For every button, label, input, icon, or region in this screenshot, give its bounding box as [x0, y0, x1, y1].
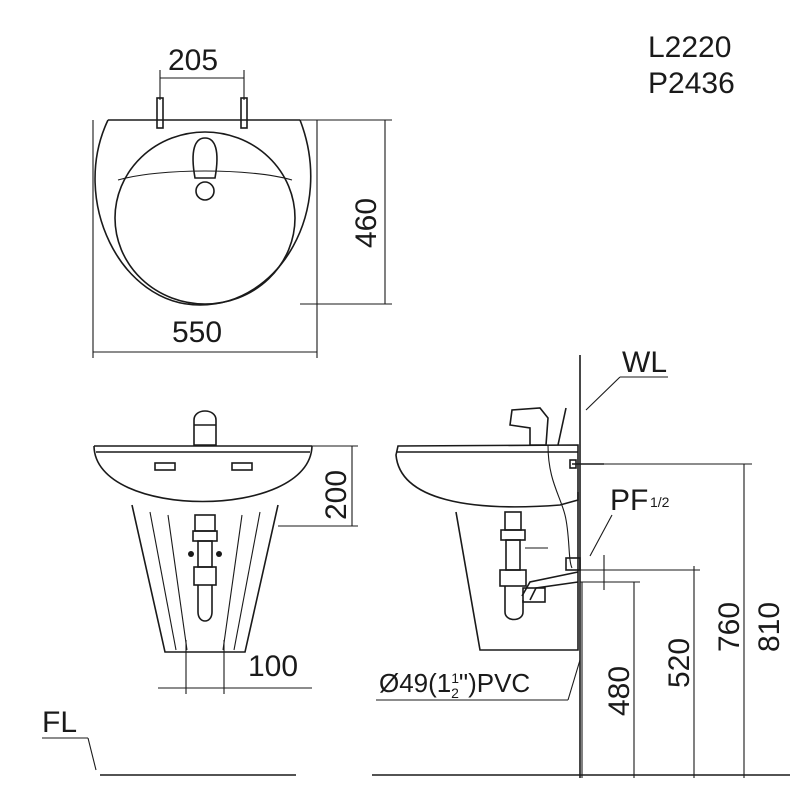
dim-basin-height: 200: [320, 470, 353, 520]
dim-width: 550: [172, 316, 222, 349]
dim-faucet-spacing: 205: [168, 44, 218, 77]
bowl-inner: [114, 131, 296, 305]
faucet-top: [192, 137, 218, 179]
dim-depth: 460: [350, 198, 383, 248]
floor-label: FL: [42, 706, 77, 739]
faucet-side: [509, 407, 549, 446]
wall-label: WL: [622, 346, 667, 379]
pedestal-front: [131, 504, 279, 653]
model-code-pedestal: P2436: [648, 67, 735, 100]
drain-frac-den: 2: [451, 685, 459, 701]
dim-height-480: 480: [603, 666, 636, 716]
basin-side-outline: [395, 444, 579, 508]
dim-height-760: 760: [713, 602, 746, 652]
floor: FL: [42, 706, 790, 776]
dim-height-520: 520: [663, 638, 696, 688]
front-view: 200 100: [93, 410, 358, 694]
pedestal-side: [455, 492, 579, 651]
top-view: 205 460 550: [92, 44, 392, 358]
faucet-front: [193, 410, 217, 446]
fitting-size: 1/2: [650, 494, 670, 510]
basin-front-outline: [93, 445, 313, 503]
dim-height-810: 810: [753, 602, 786, 652]
dim-pedestal-width: 100: [248, 650, 298, 683]
drain-label-post: ")PVC: [459, 668, 530, 698]
model-code-basin: L2220: [648, 31, 731, 64]
fitting-label: PF: [610, 484, 648, 517]
basin-top-outline: [94, 119, 312, 306]
drain-label-pre: Ø49(1: [379, 668, 451, 698]
drain-frac-num: 1: [451, 670, 459, 686]
